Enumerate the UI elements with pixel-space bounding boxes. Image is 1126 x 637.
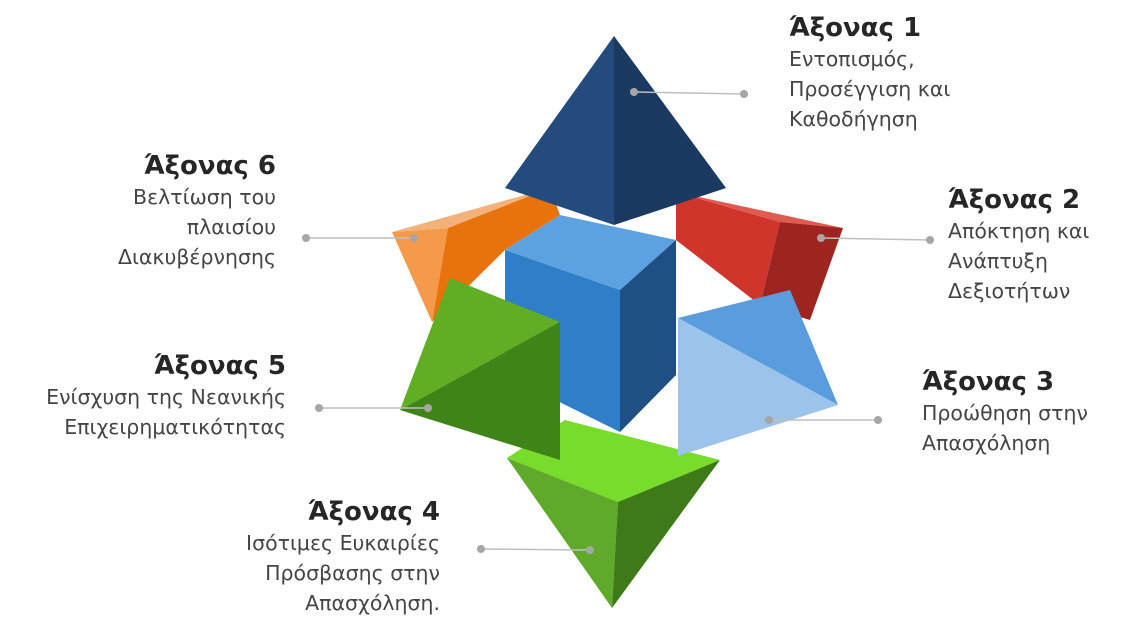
connectors [302, 88, 934, 554]
axis-2-line-1: Απόκτηση και [948, 219, 1090, 243]
axis-3-label: Άξονας 3 Προώθηση στην Απασχόληση [922, 366, 1126, 458]
axis-2-connector-dot-outer [926, 236, 934, 244]
axis-5-line-1: Ενίσχυση της Νεανικής [46, 385, 286, 409]
axis-6-line-2: πλαισίου [186, 215, 276, 239]
axis-2-line-3: Δεξιοτήτων [948, 279, 1071, 303]
axis-3-line-1: Προώθηση στην [922, 401, 1088, 425]
axis-6-connector-dot-inner [410, 234, 418, 242]
axis-6-line-3: Διακυβέρνησης [117, 245, 276, 269]
axis-3-description: Προώθηση στην Απασχόληση [922, 398, 1126, 458]
axis-6-label: Άξονας 6 Βελτίωση του πλαισίου Διακυβέρν… [0, 150, 276, 272]
axis-1-line-2: Προσέγγιση και [789, 77, 951, 101]
axis-2-connector-line [820, 237, 931, 241]
axis-3-title: Άξονας 3 [922, 367, 1055, 397]
axis-4-pyramid [507, 420, 720, 608]
axis-4-connector-dot-inner [586, 546, 594, 554]
axis-4-line-3: Απασχόληση. [305, 591, 440, 615]
axis-1-line-3: Καθοδήγηση [789, 107, 918, 131]
axis-5-pyramid [400, 278, 560, 460]
axis-5-line-2: Επιχειρηματικότητας [64, 415, 286, 439]
axis-6-description: Βελτίωση του πλαισίου Διακυβέρνησης [0, 182, 276, 272]
axis-4-connector-dot-outer [477, 545, 485, 553]
axis-2-title: Άξονας 2 [948, 185, 1081, 215]
axis-1-line-1: Εντοπισμός, [789, 47, 915, 71]
axis-1-description: Εντοπισμός, Προσέγγιση και Καθοδήγηση [789, 44, 1089, 134]
axis-5-connector-dot-inner [424, 404, 432, 412]
axis-3-line-2: Απασχόληση [922, 431, 1051, 455]
axis-4-connector-line [480, 548, 591, 551]
axis-2-label: Άξονας 2 Απόκτηση και Ανάπτυξη Δεξιοτήτω… [948, 184, 1126, 306]
axis-1-connector-dot-outer [740, 90, 748, 98]
axis-6-connector-dot-outer [302, 234, 310, 242]
axis-6-title: Άξονας 6 [143, 151, 276, 181]
axis-2-pyramid [676, 192, 843, 320]
axis-1-title: Άξονας 1 [789, 13, 922, 43]
axis-3-pyramid [678, 290, 838, 456]
axis-4-line-1: Ισότιμες Ευκαιρίες [246, 531, 440, 555]
axis-1-connector-dot-inner [630, 88, 638, 96]
axis-1-connector-line [633, 91, 745, 95]
axis-5-connector-dot-outer [315, 404, 323, 412]
axis-3-connector-dot-inner [765, 416, 773, 424]
axis-5-description: Ενίσχυση της Νεανικής Επιχειρηματικότητα… [0, 382, 286, 442]
axis-4-line-2: Πρόσβασης στην [265, 561, 440, 585]
axis-1-label: Άξονας 1 Εντοπισμός, Προσέγγιση και Καθο… [789, 12, 1089, 134]
axis-2-description: Απόκτηση και Ανάπτυξη Δεξιοτήτων [948, 216, 1126, 306]
axis-4-description: Ισότιμες Ευκαιρίες Πρόσβασης στην Απασχό… [140, 528, 440, 618]
axis-5-label: Άξονας 5 Ενίσχυση της Νεανικής Επιχειρημ… [0, 350, 286, 442]
axis-2-connector-dot-inner [817, 234, 825, 242]
axis-3-connector-dot-outer [874, 416, 882, 424]
axis-5-title: Άξονας 5 [153, 351, 286, 381]
axis-1-pyramid [505, 36, 726, 225]
axis-6-line-1: Βελτίωση του [133, 185, 276, 209]
axis-4-title: Άξονας 4 [307, 497, 440, 527]
axis-2-line-2: Ανάπτυξη [948, 249, 1048, 273]
axis-4-label: Άξονας 4 Ισότιμες Ευκαιρίες Πρόσβασης στ… [140, 496, 440, 618]
